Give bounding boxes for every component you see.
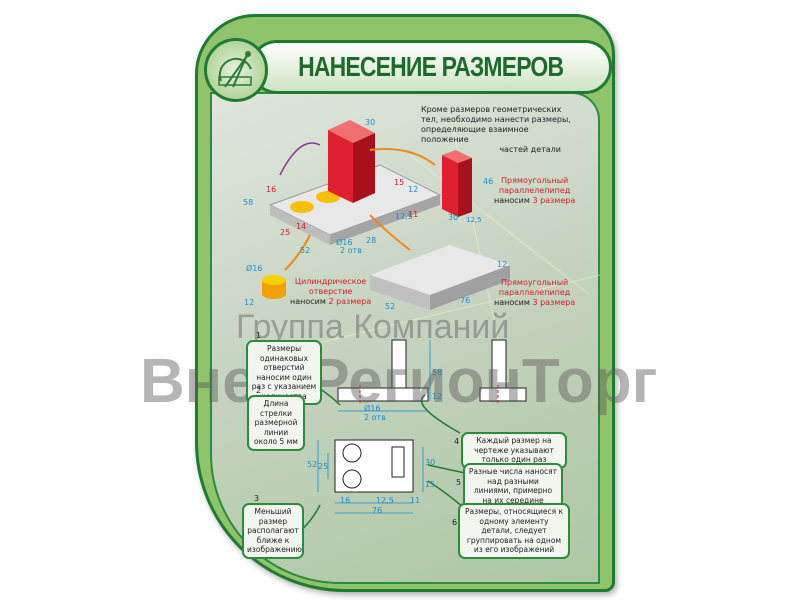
cylinder <box>262 275 286 299</box>
illustrations <box>259 114 600 541</box>
dim-label: 52 <box>300 246 311 255</box>
note-line: отверстие <box>308 287 353 296</box>
dim-label: 16 <box>340 496 351 505</box>
note-line: Прямоугольный <box>501 278 569 287</box>
callout-2: Длина стрелки размерной линии около 5 мм <box>247 395 305 451</box>
note-count: 3 размера <box>532 196 576 205</box>
note-line: Прямоугольный <box>501 176 569 185</box>
dim-label: 12,5 <box>395 212 413 221</box>
intro-note: Кроме размеров геометрических тел, необх… <box>421 105 571 155</box>
dim-label: 58 <box>243 198 254 207</box>
note-line: Кроме размеров геометрических <box>421 105 562 114</box>
dim-label: Ø16 <box>364 404 381 413</box>
note-line: Цилиндрическое <box>294 277 367 286</box>
note-line: параллелепипед <box>498 288 571 297</box>
callout-number: 3 <box>254 494 260 503</box>
dim-label: 76 <box>372 506 383 515</box>
watermark-line1: Группа Компаний <box>236 308 510 346</box>
dim-label: 11 <box>408 210 419 219</box>
dim-label: 15 <box>394 178 405 187</box>
note-count: 3 размера <box>532 298 576 307</box>
dim-label: 2 отв <box>364 413 386 422</box>
note-count: 2 размера <box>328 297 372 306</box>
watermark-line2: ВнешРегионТорг <box>140 347 658 416</box>
callout-number: 6 <box>452 518 458 527</box>
dim-label: 12 <box>408 185 419 194</box>
note-prefix: наносим <box>290 297 326 306</box>
note-line: частей детали <box>499 145 561 154</box>
callout-number: 5 <box>456 478 462 487</box>
dim-label: 2 отв <box>340 246 362 255</box>
slab-note: Прямоугольный параллелепипед наносим 3 р… <box>494 278 575 308</box>
dim-label: 12 <box>497 260 508 269</box>
dim-label: 15 <box>425 480 436 489</box>
note-line: тел, необходимо нанести размеры, <box>421 115 571 124</box>
callout-number: 2 <box>256 386 262 395</box>
dim-label: 76 <box>460 296 471 305</box>
dim-label: Ø16 <box>246 264 263 273</box>
note-line: определяющие взаимное положение <box>421 125 529 144</box>
drafting-tools-logo-icon <box>204 38 268 102</box>
dim-label: 30 <box>448 213 459 222</box>
dim-label: 25 <box>280 228 291 237</box>
callout-number: 1 <box>256 331 262 340</box>
dim-label: 25 <box>318 462 329 471</box>
note-prefix: наносим <box>494 298 530 307</box>
dim-label: 14 <box>296 222 307 231</box>
isometric-part <box>268 120 442 245</box>
dim-label: 28 <box>366 236 377 245</box>
dim-label: 52 <box>385 302 396 311</box>
dim-label: 30 <box>425 458 436 467</box>
cylinder-note: Цилиндрическое отверстие наносим 2 разме… <box>290 277 371 307</box>
note-line: параллелепипед <box>498 186 571 195</box>
dim-label: 12,5 <box>376 496 394 505</box>
dim-label: 58 <box>432 368 443 377</box>
dim-label: 12 <box>432 392 443 401</box>
callout-3: Меньший размер располагают ближе к изобр… <box>242 503 304 559</box>
dim-label: 46 <box>483 177 494 186</box>
box-note: Прямоугольный параллелепипед наносим 3 р… <box>494 176 575 206</box>
dim-label: 30 <box>365 118 376 127</box>
note-prefix: наносим <box>494 196 530 205</box>
gray-slab <box>370 245 510 310</box>
dim-label: 12 <box>244 298 255 307</box>
dim-label: 11 <box>410 496 421 505</box>
dim-label: 16 <box>266 185 277 194</box>
callout-number: 4 <box>454 437 460 446</box>
title-banner: НАНЕСЕНИЕ РАЗМЕРОВ <box>250 40 612 94</box>
poster-title: НАНЕСЕНИЕ РАЗМЕРОВ <box>298 51 564 82</box>
orthographic-front-view <box>334 339 527 493</box>
red-box <box>442 150 472 217</box>
dim-label: 52 <box>307 460 318 469</box>
callout-6: Размеры, относящиеся к одному элементу д… <box>458 503 570 559</box>
dim-label: 12,5 <box>466 216 482 224</box>
dim-label: Ø16 <box>336 238 353 247</box>
